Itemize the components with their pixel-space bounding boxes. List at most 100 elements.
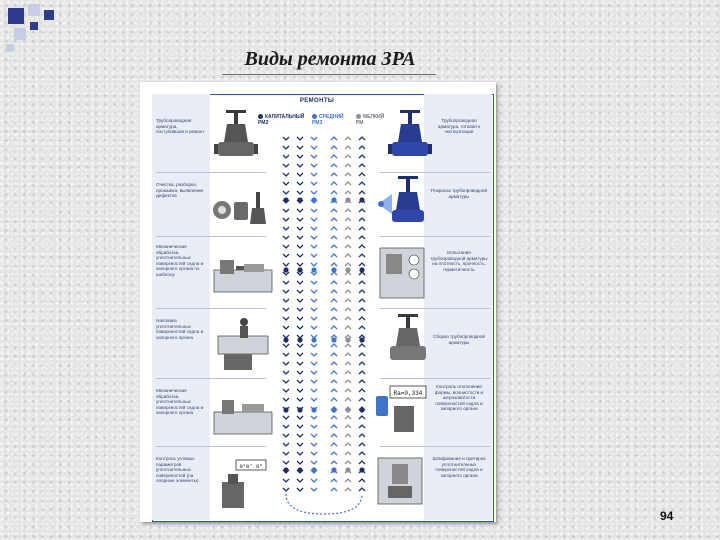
stage-dot-12 — [283, 337, 289, 343]
flow-chevron-11 — [282, 235, 290, 240]
left-stage-3: Механическая обработка уплотнительных по… — [156, 244, 204, 277]
section-rule-7 — [380, 236, 490, 237]
flow-chevron-213 — [358, 253, 366, 258]
flow-chevron-168 — [344, 208, 352, 213]
flow-chevron-0 — [282, 136, 290, 141]
slide-title: Виды ремонта ЗРА — [244, 48, 416, 70]
flow-chevron-51 — [296, 235, 304, 240]
flow-chevron-46 — [296, 190, 304, 195]
flow-chevron-96 — [310, 280, 318, 285]
flow-chevron-29 — [282, 397, 290, 402]
flow-chevron-9 — [282, 217, 290, 222]
flow-chevron-76 — [296, 460, 304, 465]
flow-chevron-222 — [358, 334, 366, 339]
flow-chevron-113 — [310, 433, 318, 438]
stage-dot-22 — [345, 407, 351, 413]
flow-chevron-100 — [310, 316, 318, 321]
flow-chevron-19 — [282, 307, 290, 312]
flow-chevron-201 — [358, 145, 366, 150]
flow-chevron-64 — [296, 352, 304, 357]
stage-dot-8 — [311, 267, 317, 273]
flow-chevron-234 — [358, 442, 366, 447]
flow-chevron-118 — [310, 478, 318, 483]
flow-chevron-53 — [296, 253, 304, 258]
page-number: 94 — [660, 509, 674, 523]
flow-chevron-56 — [296, 280, 304, 285]
stage-dot-27 — [331, 467, 337, 473]
legend-minor: МЕЛКИЙ РМ — [356, 114, 384, 126]
flow-chevron-193 — [344, 433, 352, 438]
section-rule-4 — [156, 378, 266, 379]
flow-chevron-69 — [296, 397, 304, 402]
corner-square-5 — [30, 22, 38, 30]
legend-medium: СРЕДНИЙ РМЗ — [312, 114, 344, 126]
flow-chevron-90 — [310, 226, 318, 231]
flow-chevron-68 — [296, 388, 304, 393]
flow-chevron-86 — [310, 190, 318, 195]
flow-chevron-158 — [330, 478, 338, 483]
stage-dot-19 — [297, 407, 303, 413]
flow-chevron-208 — [358, 208, 366, 213]
legend-medium-swatch — [312, 114, 317, 120]
flow-chevron-81 — [310, 145, 318, 150]
flow-chevron-95 — [310, 271, 318, 276]
angle-readout: 0°0' 6° — [239, 463, 262, 470]
stage-dot-9 — [331, 267, 337, 273]
flow-chevron-160 — [344, 136, 352, 141]
stage-dot-14 — [311, 337, 317, 343]
flow-chevron-136 — [330, 280, 338, 285]
section-rule-1 — [156, 172, 266, 173]
flow-chevron-122 — [330, 154, 338, 159]
disassembled-parts-icon — [213, 192, 266, 224]
flow-chevron-112 — [310, 424, 318, 429]
flow-chevron-163 — [344, 163, 352, 168]
left-stage-1: Трубопроводная арматура, поступившая в р… — [156, 118, 205, 135]
flow-chevron-57 — [296, 289, 304, 294]
flow-chevron-82 — [310, 154, 318, 159]
flow-chevron-130 — [330, 226, 338, 231]
flow-chevron-225 — [358, 361, 366, 366]
painting-spray-icon — [378, 194, 392, 214]
flow-chevron-20 — [282, 316, 290, 321]
corner-square-3 — [44, 10, 54, 20]
flow-chevron-104 — [310, 352, 318, 357]
stage-dot-23 — [359, 407, 365, 413]
flow-chevron-187 — [344, 379, 352, 384]
flow-chevron-228 — [358, 388, 366, 393]
repaired-valve-icon — [388, 110, 432, 156]
flow-chevron-35 — [282, 451, 290, 456]
flow-chevron-203 — [358, 163, 366, 168]
stage-dot-3 — [331, 197, 337, 203]
flow-chevron-178 — [344, 298, 352, 303]
flow-chevron-58 — [296, 298, 304, 303]
flow-chevron-91 — [310, 235, 318, 240]
flow-chevron-40 — [296, 136, 304, 141]
flow-chevron-98 — [310, 298, 318, 303]
flow-chevron-180 — [344, 316, 352, 321]
lapping-machine-icon — [377, 457, 423, 505]
flow-chevron-151 — [330, 415, 338, 420]
flow-chevron-206 — [358, 190, 366, 195]
flow-chevron-183 — [344, 343, 352, 348]
section-rule-6 — [380, 172, 490, 173]
grinding-machine-icon — [213, 400, 273, 435]
right-stage-5: Контроль отклонения формы, волнистости и… — [434, 384, 484, 412]
flow-chevron-83 — [310, 163, 318, 168]
flow-chevron-116 — [310, 460, 318, 465]
flow-chevron-159 — [330, 487, 338, 492]
flow-chevron-52 — [296, 244, 304, 249]
flow-chevron-171 — [344, 235, 352, 240]
poster-header: РЕМОНТЫ — [299, 98, 335, 104]
flow-chevron-204 — [358, 172, 366, 177]
flow-chevron-182 — [344, 334, 352, 339]
flow-chevron-218 — [358, 298, 366, 303]
corner-square-1 — [8, 8, 24, 24]
flow-chevron-75 — [296, 451, 304, 456]
flow-chevron-63 — [296, 343, 304, 348]
flow-chevron-74 — [296, 442, 304, 447]
flow-chevron-148 — [330, 388, 338, 393]
flow-chevron-79 — [296, 487, 304, 492]
flow-chevron-172 — [344, 244, 352, 249]
flow-chevron-32 — [282, 424, 290, 429]
